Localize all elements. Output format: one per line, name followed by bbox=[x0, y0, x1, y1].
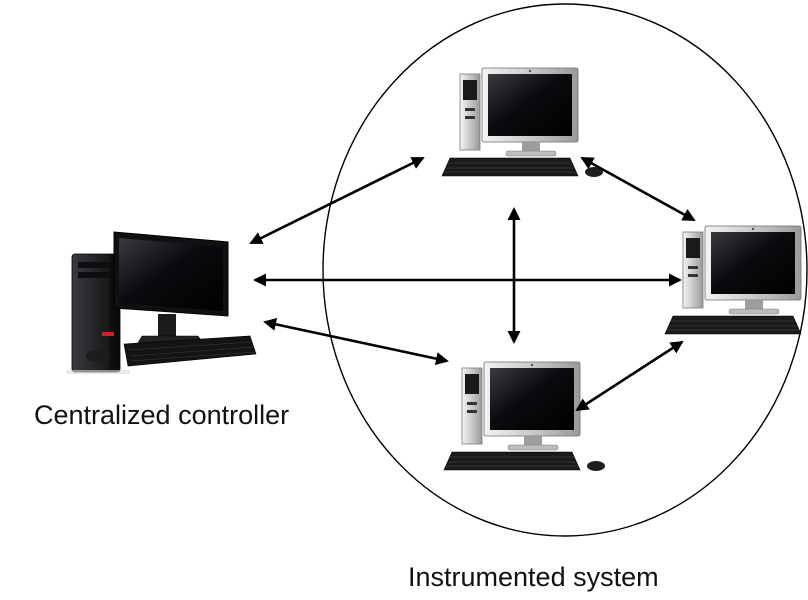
node-computer-right bbox=[664, 225, 808, 336]
link-bottom-right bbox=[575, 340, 684, 412]
link-top-right bbox=[580, 156, 696, 222]
link-controller-top bbox=[249, 156, 425, 245]
controller-label: Centralized controller bbox=[34, 400, 290, 430]
system-label: Instrumented system bbox=[408, 562, 659, 592]
controller-computer bbox=[66, 231, 257, 374]
node-computer-top bbox=[441, 67, 604, 178]
node-computer-bottom bbox=[443, 361, 606, 472]
system-boundary bbox=[322, 3, 808, 537]
link-controller-bottom bbox=[263, 317, 449, 366]
